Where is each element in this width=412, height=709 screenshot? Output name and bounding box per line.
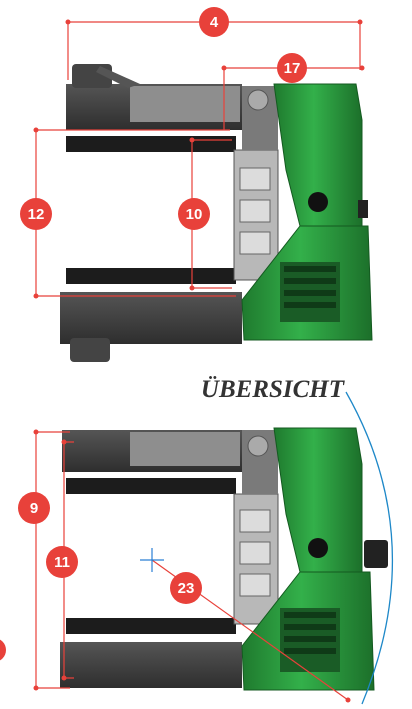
marker-23-label: 23: [178, 580, 195, 597]
view-title: ÜBERSICHT: [201, 376, 346, 403]
marker-12-label: 12: [28, 206, 45, 223]
marker-11-label: 11: [54, 554, 70, 571]
grille-bars-2: [284, 612, 336, 654]
marker-9-label: 9: [30, 500, 38, 517]
rail-lower-2: [66, 618, 236, 634]
marker-12[interactable]: 12: [20, 198, 52, 230]
dimension-endpoints: [33, 19, 365, 703]
mechanism-slot-4: [239, 509, 271, 533]
machine-top-view: [60, 64, 373, 362]
mechanism-slot-3: [239, 231, 271, 255]
mechanism-roller: [247, 89, 269, 111]
green-housing-knob-2: [308, 538, 328, 558]
marker-17[interactable]: 17: [277, 53, 307, 83]
rail-lower: [66, 268, 236, 284]
marker-partial-left: [0, 639, 6, 661]
frame-top-panel-2: [130, 432, 240, 466]
frame-bottom-arm-2: [60, 642, 242, 688]
marker-9[interactable]: 9: [18, 492, 50, 524]
marker-4-label: 4: [210, 14, 219, 31]
frame-top-panel: [130, 86, 240, 122]
frame-bottom-hinge: [70, 338, 110, 362]
frame-top-hinge-arm: [96, 66, 140, 88]
machine-bottom-view: [60, 427, 388, 691]
side-handle-bottom: [364, 540, 388, 568]
marker-10[interactable]: 10: [178, 198, 210, 230]
dim-line-9: [35, 431, 70, 689]
marker-4[interactable]: 4: [199, 7, 229, 37]
arc-indicator: [345, 391, 393, 705]
mechanism-slot-6: [239, 573, 271, 597]
mechanism-slot-1: [239, 167, 271, 191]
mechanism-slot-5: [239, 541, 271, 565]
frame-bottom-arm: [60, 292, 242, 344]
green-housing-knob: [308, 192, 328, 212]
marker-10-label: 10: [186, 206, 203, 223]
rail-upper: [66, 136, 236, 152]
marker-23[interactable]: 23: [170, 572, 202, 604]
marker-11[interactable]: 11: [46, 546, 78, 578]
grille-bars: [284, 266, 336, 308]
rail-upper-2: [66, 478, 236, 494]
marker-17-label: 17: [284, 60, 301, 77]
mechanism-roller-2: [247, 435, 269, 457]
mechanism-slot-2: [239, 199, 271, 223]
side-handle-top: [358, 200, 368, 218]
crosshair-icon: [140, 548, 164, 572]
